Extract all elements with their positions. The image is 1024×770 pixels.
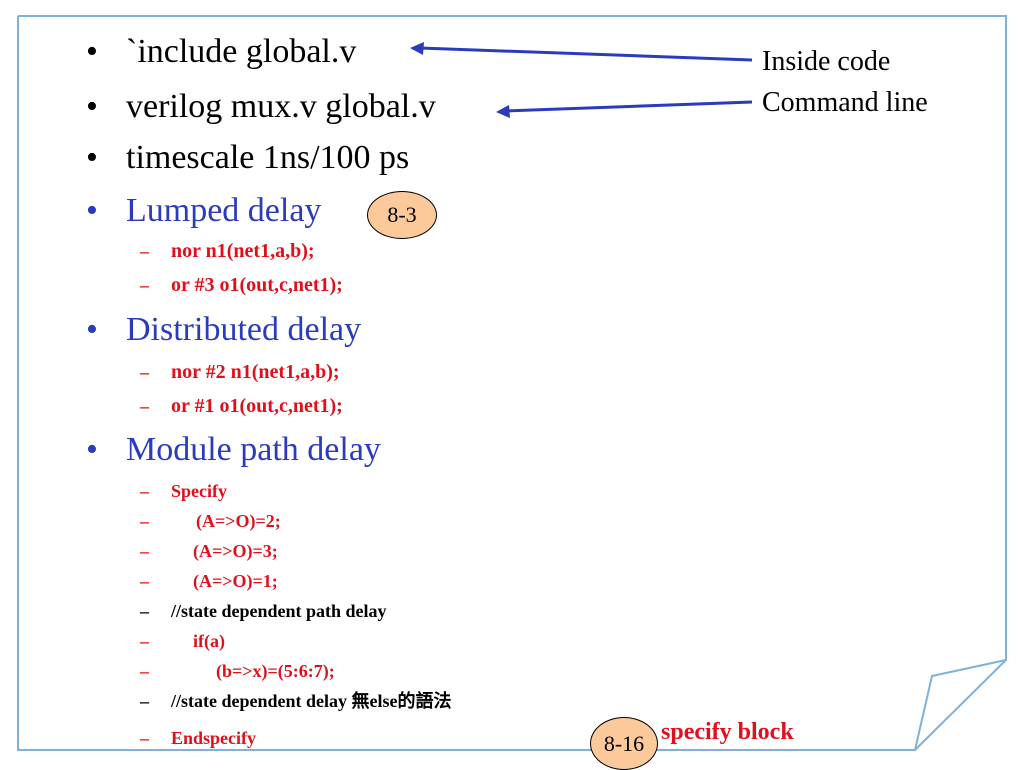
- badge-lumped-ref: 8-3: [367, 191, 437, 239]
- specify-block-label: specify block: [661, 719, 794, 745]
- arrowhead-inside-code-icon: [410, 42, 424, 55]
- arrowhead-command-line-icon: [496, 105, 510, 118]
- badge-specify-ref: 8-16: [590, 717, 658, 770]
- arrow-command-line: [504, 100, 753, 113]
- arrow-inside-code: [419, 46, 753, 62]
- inside-code-label: Inside code: [762, 46, 891, 77]
- command-line-label: Command line: [762, 87, 928, 118]
